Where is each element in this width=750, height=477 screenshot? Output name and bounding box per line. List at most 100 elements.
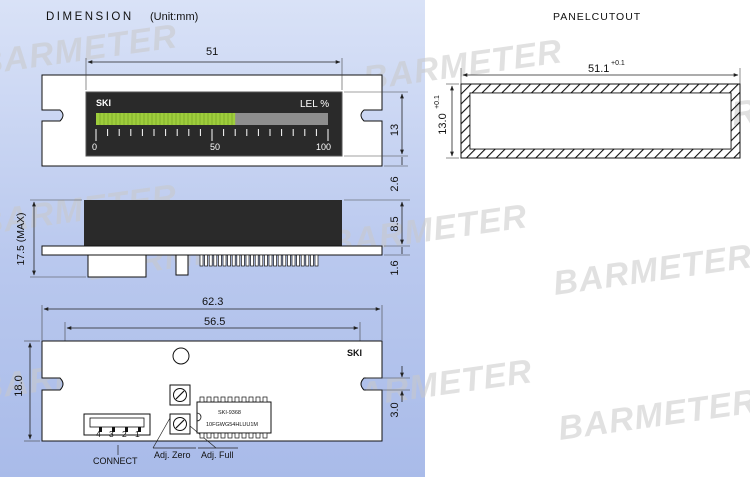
side-pin — [250, 254, 254, 267]
front-view: SKI LEL % 0 50 100 51 13 2.6 — [41, 46, 408, 192]
ic-pin — [199, 432, 205, 439]
connector-inner — [89, 417, 145, 428]
scale-label-0: 0 — [92, 142, 97, 152]
pin-number-1: 1 — [135, 429, 140, 439]
side-pin — [227, 254, 231, 267]
cutout-height-tolerance: +0.1 — [434, 95, 441, 109]
side-pin — [287, 254, 291, 267]
display-brand: SKI — [96, 98, 111, 108]
ic-pin — [248, 396, 254, 403]
ic-pin — [262, 396, 268, 403]
bottom-gap-dimension: 2.6 — [389, 176, 401, 191]
ic-pin — [255, 432, 261, 439]
pin-number-2: 2 — [122, 429, 127, 439]
side-pin — [282, 254, 287, 267]
scale-ticks — [95, 129, 329, 141]
side-pin — [241, 254, 245, 267]
panel-cutout-view: 51.1 +0.1 13.0 +0.1 — [434, 60, 741, 159]
ic-pin — [227, 432, 233, 439]
side-pin — [310, 254, 314, 267]
cutout-height-dimension: 13.0 — [437, 113, 449, 134]
side-pin — [213, 254, 218, 267]
side-pin — [259, 254, 264, 267]
side-view: 17.5 (MAX) 8.5 1.6 — [15, 199, 410, 278]
dimension-title: DIMENSION — [46, 11, 134, 23]
ic-pins-bottom — [199, 432, 268, 439]
side-pin — [245, 254, 250, 267]
bar-fill — [96, 113, 236, 125]
max-height-dimension: 17.5 (MAX) — [15, 212, 27, 265]
side-pin — [300, 254, 305, 267]
ic-marking-model: SKI-9368 — [218, 410, 241, 416]
connect-label: CONNECT — [93, 456, 138, 466]
gas-unit-label: LEL % — [300, 99, 329, 110]
connector-pins — [99, 427, 141, 432]
side-pin — [218, 254, 222, 267]
adj-zero-label: Adj. Zero — [154, 450, 191, 460]
side-pin — [277, 254, 282, 267]
upper-dimension-8-5: 8.5 — [389, 216, 401, 231]
ic-pin — [248, 432, 254, 439]
scale-label-50: 50 — [210, 142, 220, 152]
watermark-text: BARMETER — [0, 17, 180, 83]
watermark-text: BARMETER — [551, 237, 750, 303]
ic-pin — [255, 396, 261, 403]
side-connector — [87, 254, 147, 278]
ic-pins-top — [199, 396, 268, 403]
side-ic-pins — [199, 254, 319, 267]
side-pin — [314, 254, 319, 267]
side-pin — [231, 254, 236, 267]
outer-width-dimension: 62.3 — [202, 296, 223, 308]
pin-number-3: 3 — [109, 429, 114, 439]
scale-label-100: 100 — [316, 142, 331, 152]
side-pin — [268, 254, 273, 267]
slot-dimension: 3.0 — [389, 402, 401, 417]
cutout-width-dimension: 51.1 — [588, 63, 609, 75]
ic-pin — [213, 396, 219, 403]
height-dimension-13: 13 — [389, 124, 401, 136]
lower-dimension-1-6: 1.6 — [389, 260, 401, 275]
panel-cutout-title: PANELCUTOUT — [553, 11, 641, 23]
ic-pin — [234, 432, 240, 439]
ic-pin — [220, 396, 226, 403]
ic-pin — [220, 432, 226, 439]
side-potentiometer — [175, 254, 189, 276]
ic-pin — [199, 396, 205, 403]
ic-marking-code: 10FGWG54HLUU1M — [206, 422, 258, 428]
side-pin — [204, 254, 208, 267]
mounting-hole — [172, 347, 190, 365]
side-pin — [236, 254, 241, 267]
cutout-width-tolerance: +0.1 — [611, 60, 625, 67]
ic-pin — [213, 432, 219, 439]
back-view: 62.3 56.5 SKI 4 3 2 1 CONNECT — [13, 296, 410, 466]
side-pin — [296, 254, 300, 267]
watermark-text: BARMETER — [556, 382, 750, 448]
adj-full-label: Adj. Full — [201, 450, 234, 460]
side-pin — [264, 254, 268, 267]
ic-pin — [241, 396, 247, 403]
side-pin — [254, 254, 259, 267]
hole-spacing-dimension: 56.5 — [204, 316, 225, 328]
back-brand: SKI — [347, 348, 362, 358]
cutout-opening — [469, 92, 732, 150]
unit-label: (Unit:mm) — [150, 11, 198, 23]
side-pin — [208, 254, 213, 267]
ic-pin — [262, 432, 268, 439]
side-pin — [305, 254, 310, 267]
side-pin — [273, 254, 277, 267]
side-pin — [222, 254, 227, 267]
bar-segments — [99, 113, 233, 125]
width-dimension-51: 51 — [206, 46, 218, 58]
ic-pin — [241, 432, 247, 439]
ic-pin — [206, 396, 212, 403]
adj-zero-potentiometer — [169, 384, 191, 406]
pin-number-4: 4 — [96, 429, 101, 439]
ic-pin — [206, 432, 212, 439]
side-display-body — [84, 200, 342, 246]
side-pcb — [41, 245, 383, 256]
ic-pin — [234, 396, 240, 403]
side-pin — [291, 254, 296, 267]
back-height-dimension: 18.0 — [13, 375, 25, 396]
ic-chip — [196, 401, 272, 434]
